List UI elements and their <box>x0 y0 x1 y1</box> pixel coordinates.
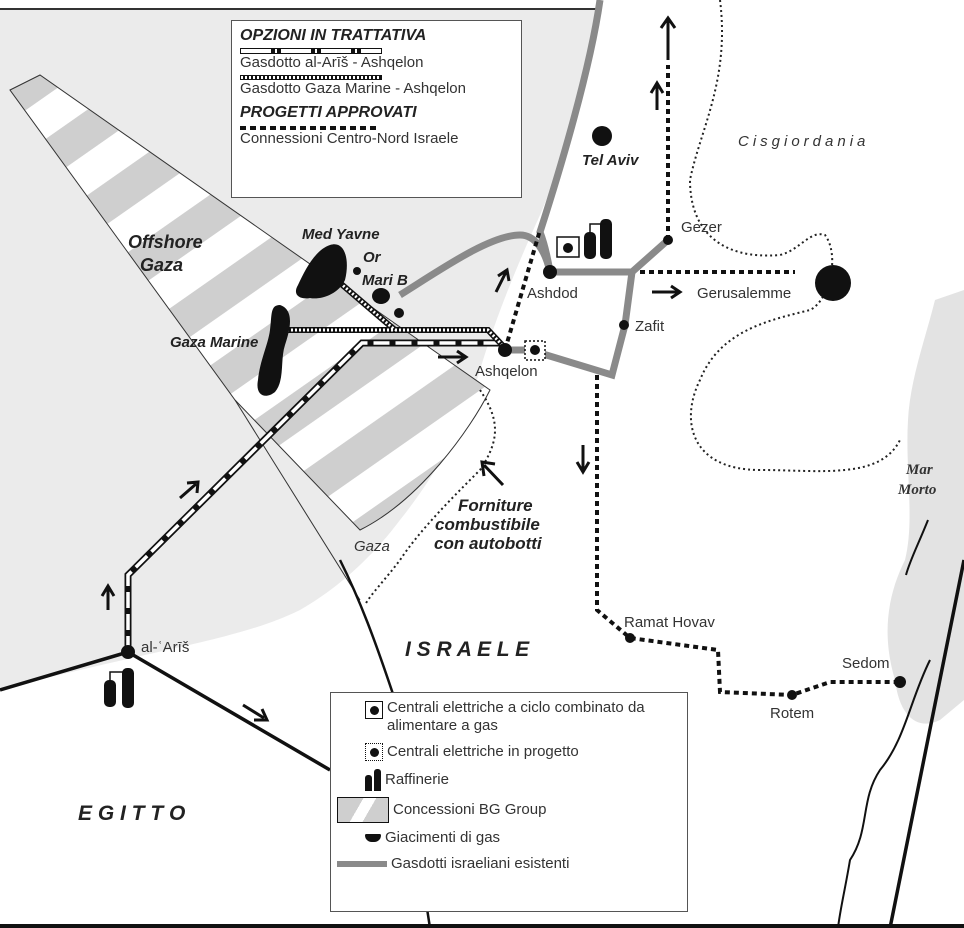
legend-item: Centrali elettriche a ciclo combinato da… <box>387 699 645 734</box>
existing-pipeline-icon <box>337 861 387 867</box>
gas-field-small <box>394 308 404 318</box>
legend-row: Centrali elettriche in progetto <box>337 743 681 761</box>
gas-field-gaza-marine <box>257 305 290 396</box>
jerusalem-dot <box>815 265 851 301</box>
approved-connections <box>503 65 900 698</box>
legend-row: Centrali elettriche a ciclo combinato da… <box>337 699 681 735</box>
label-morto: Morto <box>897 482 936 498</box>
arrow-up-right-icon <box>179 480 200 500</box>
label-gaza-offshore: Gaza <box>140 255 183 275</box>
legend-item: Centrali elettriche in progetto <box>387 743 579 760</box>
rotem-dot <box>787 690 797 700</box>
gas-field-med-yavne <box>295 244 347 299</box>
ashdod-refinery-icon <box>584 219 612 259</box>
gas-field-icon <box>365 834 381 842</box>
legend-item: Connessioni Centro-Nord Israele <box>240 130 459 147</box>
legend-item: Gasdotto Gaza Marine - Ashqelon <box>240 80 466 97</box>
or-point <box>353 267 361 275</box>
label-gaza: Gaza <box>354 538 390 555</box>
combined-cycle-plant-icon <box>365 701 383 719</box>
legend-item: Giacimenti di gas <box>385 829 501 846</box>
arrow-right-icon <box>438 349 469 365</box>
arrow-up-icon <box>100 583 116 610</box>
planned-plant-icon <box>365 743 383 761</box>
label-forniture: Forniture <box>458 496 533 515</box>
sedom-dot <box>894 676 906 688</box>
arrow-right-icon <box>652 284 683 300</box>
label-zafit: Zafit <box>635 318 665 335</box>
refinery-icon <box>365 769 381 791</box>
ashdod-power-plant-icon <box>556 236 580 258</box>
label-mar: Mar <box>905 462 933 478</box>
concession-icon <box>337 797 389 823</box>
legend-row: Gasdotti israeliani esistenti <box>337 855 681 873</box>
label-ramat-hovav: Ramat Hovav <box>624 614 715 631</box>
legend-negotiations: OPZIONI IN TRATTATIVA Gasdotto al-Arīš -… <box>231 20 522 198</box>
ashqelon-planned-plant-icon <box>524 340 546 361</box>
label-combustibile: combustibile <box>435 515 540 534</box>
arrow-up-right-icon <box>494 267 511 293</box>
ashqelon-dot <box>498 343 512 357</box>
label-offshore: Offshore <box>128 232 203 252</box>
legend-section-title: OPZIONI IN TRATTATIVA <box>240 27 427 44</box>
label-med-yavne: Med Yavne <box>302 226 380 243</box>
arrow-up-icon <box>649 80 665 110</box>
gas-field-mari-b <box>372 288 390 304</box>
label-gaza-marine: Gaza Marine <box>170 334 258 351</box>
tel-aviv-dot <box>592 126 612 146</box>
label-israele: I S R A E L E <box>405 638 530 661</box>
legend-item: Gasdotto al-Arīš - Ashqelon <box>240 54 424 71</box>
dead-sea <box>887 290 964 724</box>
legend-item: Raffinerie <box>385 771 449 788</box>
jordan-border <box>837 519 931 928</box>
label-or: Or <box>363 249 382 266</box>
border-east <box>888 559 964 928</box>
al-aris-refinery-icon <box>104 668 134 708</box>
ramat-hovav-dot <box>625 633 635 643</box>
label-mari-b: Mari B <box>362 272 408 289</box>
arrow-up-left-icon <box>480 460 505 487</box>
arrow-down-icon <box>575 445 591 475</box>
maritime-border <box>234 399 361 601</box>
bg-group-concession <box>9 74 491 531</box>
al-aris-dot <box>121 645 135 659</box>
legend-row: Concessioni BG Group <box>337 797 681 823</box>
label-al-aris: al-ʿArīš <box>141 639 189 656</box>
ashdod-dot <box>543 265 557 279</box>
legend-row: Giacimenti di gas <box>337 829 681 847</box>
legend-section-title: PROGETTI APPROVATI <box>240 104 417 121</box>
arrow-down-right-icon <box>242 703 270 722</box>
approved-connection-swatch <box>240 126 376 130</box>
legend-row: Raffinerie <box>337 769 681 791</box>
gezer-dot <box>663 235 673 245</box>
legend-item: Concessioni BG Group <box>393 801 547 818</box>
legend-symbols: Centrali elettriche a ciclo combinato da… <box>330 692 688 912</box>
label-gezer: Gezer <box>681 219 722 236</box>
existing-pipelines <box>398 0 671 380</box>
label-egitto: E G I T T O <box>78 802 185 825</box>
label-rotem: Rotem <box>770 705 814 722</box>
al-aris-pipeline-swatch <box>240 48 382 54</box>
label-con-autobotti: con autobotti <box>434 534 543 553</box>
arrow-up-icon <box>659 15 677 60</box>
flow-arrows <box>100 15 683 722</box>
label-ashqelon: Ashqelon <box>475 363 538 380</box>
gaza-marine-pipeline-swatch <box>240 75 382 80</box>
label-ashdod: Ashdod <box>527 285 578 302</box>
legend-item: Gasdotti israeliani esistenti <box>391 855 570 872</box>
zafit-dot <box>619 320 629 330</box>
label-tel-aviv: Tel Aviv <box>582 152 640 169</box>
label-sedom: Sedom <box>842 655 890 672</box>
label-gerusalemme: Gerusalemme <box>697 285 791 302</box>
label-cisgiordania: Cisgiordania <box>738 133 869 150</box>
border-egypt-gaza <box>338 559 432 928</box>
